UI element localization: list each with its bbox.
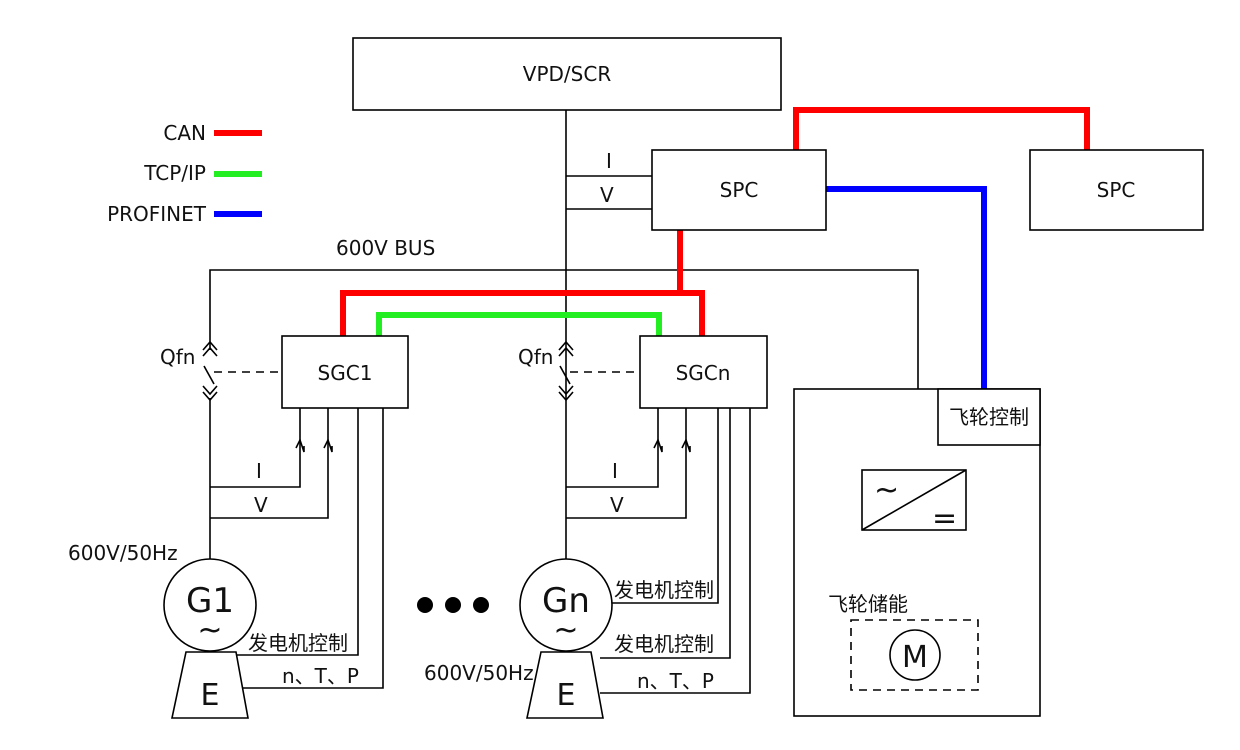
spc-current-label: I [606,149,612,173]
sgcn-label: SGCn [676,361,731,385]
motor-label: M [902,640,928,675]
sgcn-box: SGCn [639,335,768,409]
tcp-ip-network [376,312,662,336]
sgc1-current-label: I [256,459,262,483]
can-network [340,107,1090,336]
legend-can-label: CAN [163,121,206,145]
sgcn-current-label: I [612,459,618,483]
generator-1-symbol: ~ [197,613,222,648]
sgc1-label: SGC1 [318,361,373,385]
breaker-qfn-1: Qfn [160,340,218,402]
generator-n-name: Gn [542,581,590,621]
sgc1-voltage-label: V [254,493,268,517]
spc-main-label: SPC [720,178,759,202]
engine-n-label: E [557,678,576,713]
engine-1-signals-label: n、T、P [282,664,359,688]
spc-voltage-label: V [600,183,614,207]
profinet-network [826,186,987,389]
bus-label: 600V BUS [336,236,435,260]
legend-tcp-label: TCP/IP [143,161,206,185]
breaker-qfn-n-label: Qfn [518,345,553,369]
engine-n-signals-label: n、T、P [637,669,714,693]
generator-1-name: G1 [186,581,234,621]
power-wiring [209,110,919,694]
vpd-scr-label: VPD/SCR [523,62,612,86]
spc-secondary-box: SPC [1029,149,1204,231]
breaker-qfn-n: Qfn [518,340,574,402]
spc-secondary-label: SPC [1097,178,1136,202]
generator-n-symbol: ~ [553,613,578,648]
sgc1-box: SGC1 [281,335,409,409]
generator-1-rating: 600V/50Hz [68,541,178,565]
vpd-scr-box: VPD/SCR [352,37,782,111]
generator-n: Gn ~ E 600V/50Hz 发电机控制 发电机控制 n、T、P [424,558,714,719]
sgcn-voltage-label: V [610,493,624,517]
signal-break-marks [295,437,691,453]
converter-ac-symbol: ~ [874,473,899,508]
generator-n-control-label-bottom: 发电机控制 [614,632,714,656]
measurement-labels: I V I V I V [254,149,624,517]
flywheel-storage-label: 飞轮储能 [828,592,908,616]
breaker-qfn-1-label: Qfn [160,345,195,369]
engine-1-label: E [201,678,220,713]
flywheel-storage-unit: 飞轮控制 ~ = 飞轮储能 M [793,388,1041,717]
generator-1: 600V/50Hz G1 ~ E 发电机控制 n、T、P [68,541,359,719]
legend: CAN TCP/IP PROFINET [107,121,262,226]
flywheel-control-label: 飞轮控制 [949,405,1029,429]
generator-1-control-label: 发电机控制 [248,631,348,655]
ellipsis-dots [417,597,489,613]
spc-main-box: SPC [651,149,827,231]
generator-n-control-label-top: 发电机控制 [614,578,714,602]
converter-dc-symbol: = [932,501,957,536]
legend-profinet-label: PROFINET [107,202,207,226]
generator-n-rating: 600V/50Hz [424,661,534,685]
